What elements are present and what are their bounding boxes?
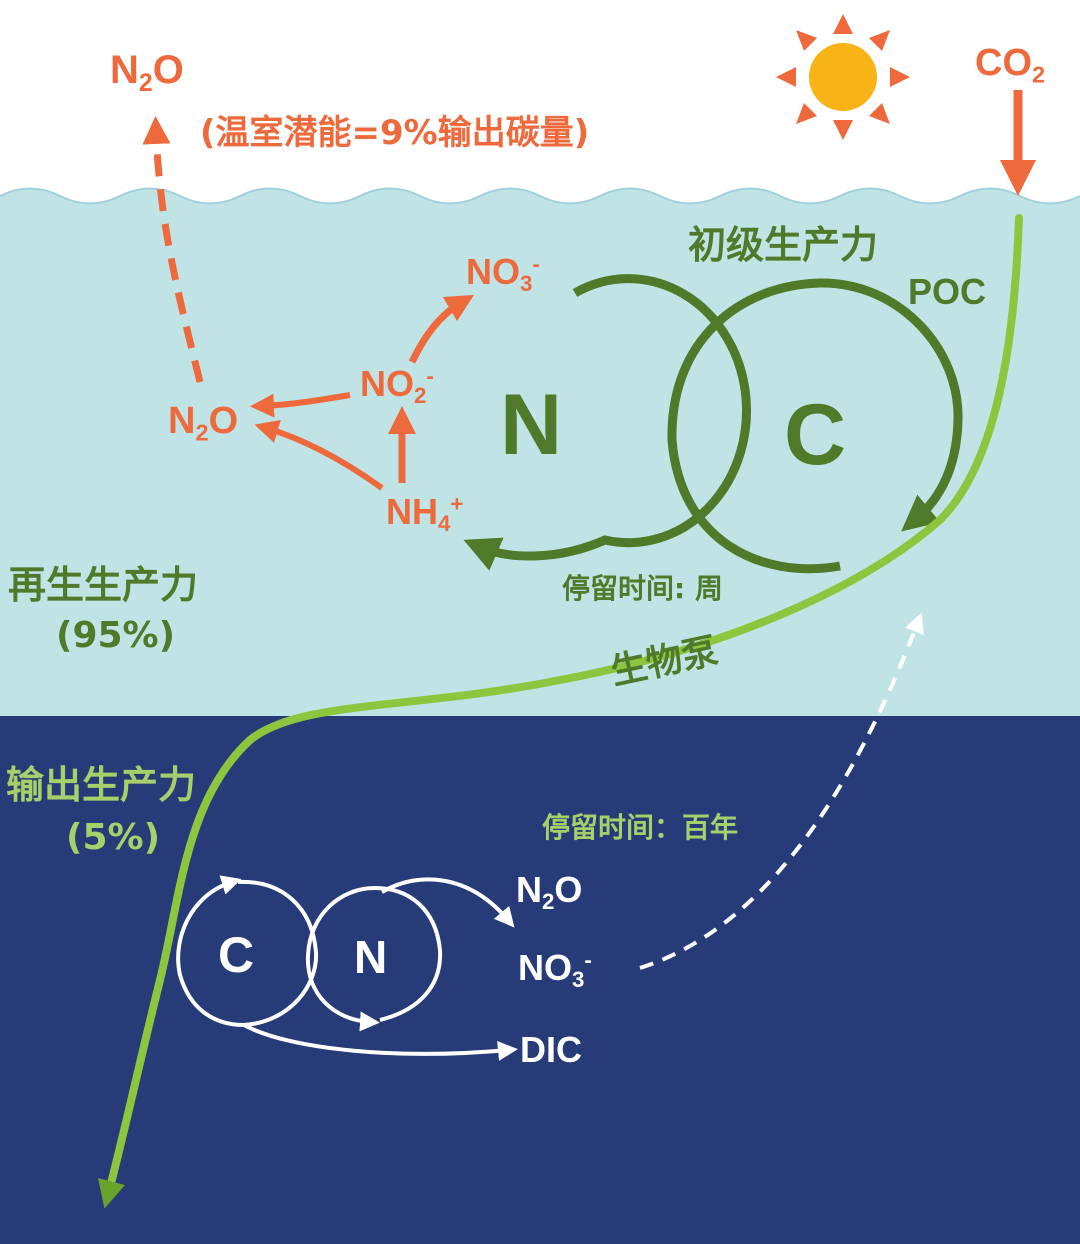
wave-line xyxy=(0,187,1080,205)
no2-to-n2o-arrow xyxy=(250,392,351,418)
n2o-escape-arrow xyxy=(142,116,204,383)
poc-label: POC xyxy=(908,271,987,312)
no2-surface-label: NO2- xyxy=(360,363,434,409)
n2o-deep-label: N2O xyxy=(516,869,583,915)
deep-c-to-dic-arrow xyxy=(243,1023,518,1061)
export-productivity-label: 输出生产力 xyxy=(6,763,197,807)
surface-water xyxy=(0,188,1080,716)
no3-surface-label: NO3- xyxy=(466,251,540,297)
deep-n-letter: N xyxy=(354,931,388,983)
deep-n-to-n2o-arrow xyxy=(380,877,515,928)
c-cycle-arrow xyxy=(667,278,963,574)
c-cycle-letter: C xyxy=(784,387,847,483)
nh4-surface-label: NH4+ xyxy=(386,491,464,537)
deep-c-letter: C xyxy=(218,927,255,983)
n2o-atmosphere-label: N2O xyxy=(110,48,184,97)
n2o-surface-label: N2O xyxy=(168,400,239,446)
greenhouse-potential-note: (温室潜能=9%输出碳量) xyxy=(200,113,590,153)
primary-productivity-label: 初级生产力 xyxy=(688,223,879,267)
regenerated-percent-label: (95%) xyxy=(56,615,176,656)
co2-label: CO2 xyxy=(975,42,1046,88)
residence-time-weeks-label: 停留时间: 周 xyxy=(562,572,723,605)
n-cycle-arrow xyxy=(463,274,751,571)
n-cycle-letter: N xyxy=(500,377,563,473)
nh4-to-n2o-arrow xyxy=(254,419,384,491)
deep-cycle-circles xyxy=(176,875,518,1061)
sun-icon xyxy=(776,14,910,140)
deep-return-arrow xyxy=(639,612,924,970)
biological-pump-arrow xyxy=(97,214,1023,1209)
regenerated-productivity-label: 再生生产力 xyxy=(8,563,199,607)
residence-time-centuries-label: 停留时间：百年 xyxy=(542,811,739,844)
export-percent-label: (5%) xyxy=(66,817,161,858)
dic-label: DIC xyxy=(520,1029,582,1070)
no2-to-no3-arrow xyxy=(408,294,475,364)
no3-deep-label: NO3- xyxy=(518,947,592,993)
